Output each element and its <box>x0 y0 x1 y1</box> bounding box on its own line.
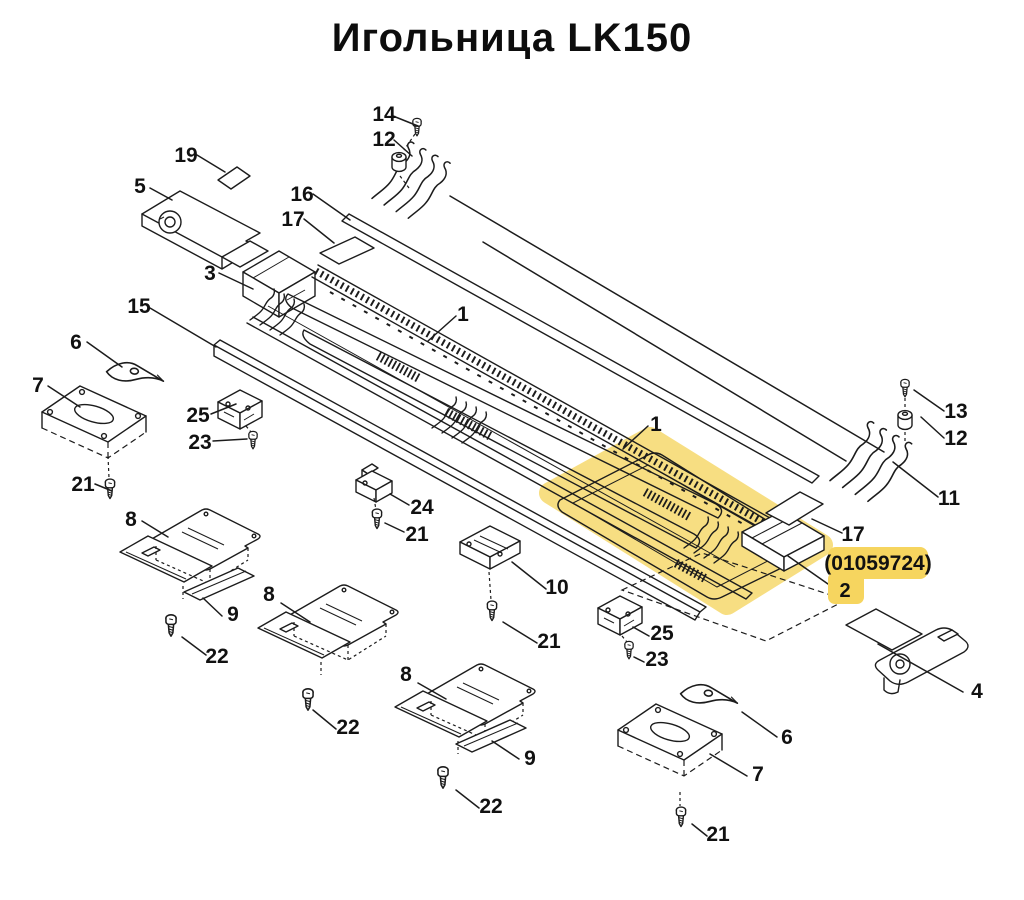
part-label-7b: 7 <box>752 763 764 786</box>
part-14-screw <box>412 117 422 137</box>
part-label-10: 10 <box>545 576 568 599</box>
part-label-14: 14 <box>372 103 396 126</box>
part-17-sticker-top <box>319 236 375 265</box>
part-19-sticker <box>217 166 251 190</box>
part-label-3: 3 <box>204 262 216 285</box>
part-21-screw-b <box>371 508 383 530</box>
part-label-5: 5 <box>134 175 146 198</box>
part-13-screw <box>900 378 910 398</box>
part-label-12b: 12 <box>944 427 967 450</box>
part-label-22c: 22 <box>479 795 502 818</box>
part-22-screw-c <box>437 766 449 789</box>
callout-lines <box>47 115 964 837</box>
part-label-17b: 17 <box>841 523 864 546</box>
part-label-4: 4 <box>971 680 983 703</box>
part-23-screw-b <box>624 640 634 660</box>
part-7-plate-bottom <box>617 703 723 777</box>
part-label-11: 11 <box>938 487 961 510</box>
part-label-21a: 21 <box>71 473 95 496</box>
part-4-latch <box>845 608 969 695</box>
part-5-end-cover <box>141 190 269 270</box>
part-labels: 14 12 19 5 16 17 3 1 15 6 7 25 23 13 12 … <box>32 103 983 846</box>
part-7-plate-left <box>41 385 147 459</box>
part-label-23b: 23 <box>645 648 668 671</box>
part-17-sticker-right <box>765 491 824 526</box>
part-1-needle-bed <box>246 264 805 600</box>
part-15-rail <box>213 339 707 621</box>
part-label-9b: 9 <box>524 747 536 770</box>
part-label-19: 19 <box>174 144 197 167</box>
part-3-end-block <box>242 250 316 318</box>
part-label-17a: 17 <box>281 208 304 231</box>
part-21-screw-c <box>486 600 498 622</box>
part-code-badge: (01059724) 2 <box>824 547 932 604</box>
badge-number-background <box>828 572 864 604</box>
part-label-8a: 8 <box>125 508 137 531</box>
part-label-21c: 21 <box>537 630 561 653</box>
badge-part-code: (01059724) <box>824 552 931 575</box>
part-16-rod <box>341 213 820 484</box>
part-2-plate <box>557 452 825 600</box>
part-label-6a: 6 <box>70 331 82 354</box>
part-6-clip-left <box>104 359 166 386</box>
part-label-22b: 22 <box>336 716 359 739</box>
part-21-screw-d <box>675 806 687 828</box>
part-12-cap-top <box>391 151 407 173</box>
part-label-12a: 12 <box>372 128 395 151</box>
part-label-24: 24 <box>410 496 434 519</box>
part-label-23a: 23 <box>188 431 211 454</box>
part-label-21d: 21 <box>706 823 730 846</box>
part-label-8c: 8 <box>400 663 412 686</box>
part-label-1b: 1 <box>650 413 662 436</box>
part-label-21b: 21 <box>405 523 429 546</box>
part-label-25b: 25 <box>650 622 674 645</box>
part-label-13: 13 <box>944 400 967 423</box>
part-label-7a: 7 <box>32 374 44 397</box>
part-25-bracket-left <box>217 389 263 430</box>
part-11-wireform-right <box>829 420 913 503</box>
part-label-1a: 1 <box>457 303 469 326</box>
wireform-link-lines <box>449 195 885 462</box>
part-label-8b: 8 <box>263 583 275 606</box>
part-12-cap-right <box>897 409 913 431</box>
ghost-outline <box>620 552 848 642</box>
line-art <box>41 117 969 828</box>
part-8-rest-2 <box>257 584 399 676</box>
part-22-screw-a <box>165 614 177 637</box>
part-label-6b: 6 <box>781 726 793 749</box>
part-label-25a: 25 <box>186 404 210 427</box>
part-11-wireform-top <box>371 141 451 219</box>
badge-part-number: 2 <box>839 580 850 602</box>
part-label-16: 16 <box>290 183 313 206</box>
part-label-15: 15 <box>127 295 151 318</box>
part-23-screw-a <box>248 430 258 450</box>
part-label-22a: 22 <box>205 645 228 668</box>
part-24-bracket <box>355 463 393 503</box>
page-title: Игольница LK150 <box>331 16 693 60</box>
part-10-bracket <box>459 525 521 570</box>
part-6-clip-bottom <box>678 681 740 708</box>
part-8-rest-1 <box>119 508 261 600</box>
badge-code-background <box>828 547 928 579</box>
assembly-connectors <box>107 133 906 806</box>
part-label-9a: 9 <box>227 603 239 626</box>
part-22-screw-b <box>302 688 314 711</box>
